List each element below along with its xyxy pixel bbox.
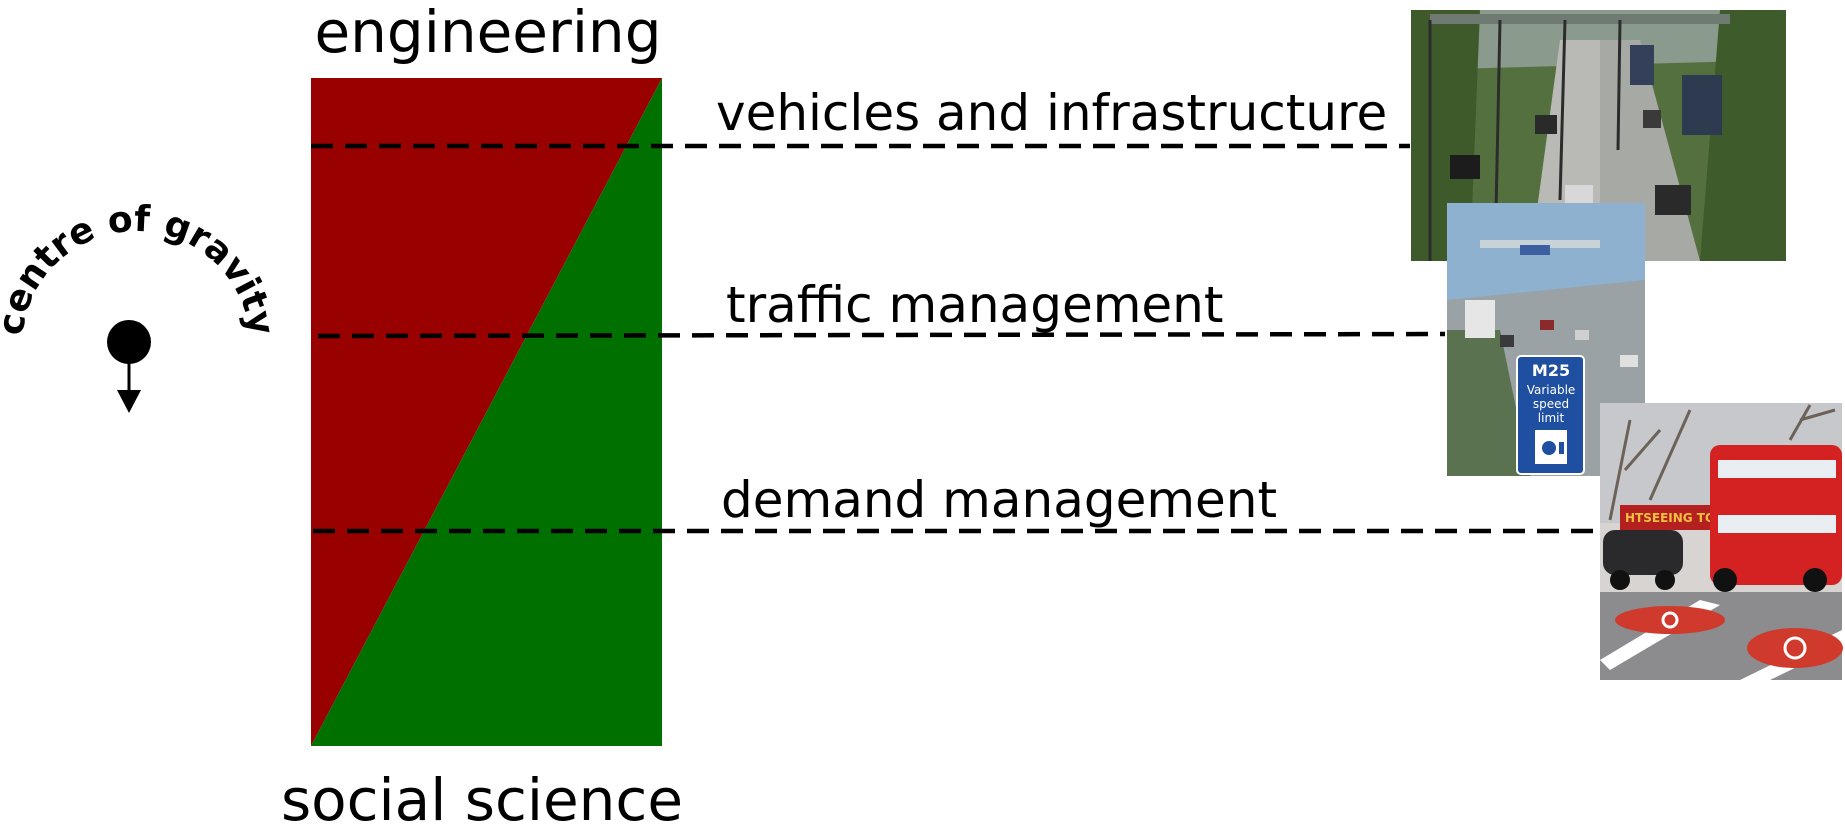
social-science-label: social science	[281, 766, 683, 832]
gravity-ball-icon	[107, 320, 151, 364]
level-label-vehicles: vehicles and infrastructure	[716, 84, 1387, 142]
sign-line-4: limit	[1538, 411, 1565, 425]
engineering-label: engineering	[314, 0, 661, 66]
centre-of-gravity-group: centre of gravity	[0, 199, 282, 413]
sign-line-2: Variable	[1527, 383, 1576, 397]
centre-of-gravity-label: centre of gravity	[0, 199, 282, 338]
congestion-charge-marking	[1615, 606, 1725, 634]
motorway-traffic-photo	[1411, 10, 1786, 262]
down-arrow-icon	[117, 390, 141, 413]
engineering-social-split-bar	[311, 78, 662, 746]
london-bus-congestion-charge-photo: HTSEEING TOUR OF	[1600, 403, 1843, 680]
congestion-charge-marking	[1747, 628, 1843, 668]
level-label-demand: demand management	[721, 471, 1277, 529]
sign-line-3: speed	[1533, 397, 1569, 411]
social-science-share-triangle	[311, 78, 662, 746]
black-taxi	[1603, 530, 1683, 575]
m25-sign	[1516, 355, 1585, 475]
sign-line-1: M25	[1532, 361, 1570, 380]
level-label-traffic: traffic management	[726, 276, 1223, 334]
level-line-traffic	[317, 331, 1446, 339]
